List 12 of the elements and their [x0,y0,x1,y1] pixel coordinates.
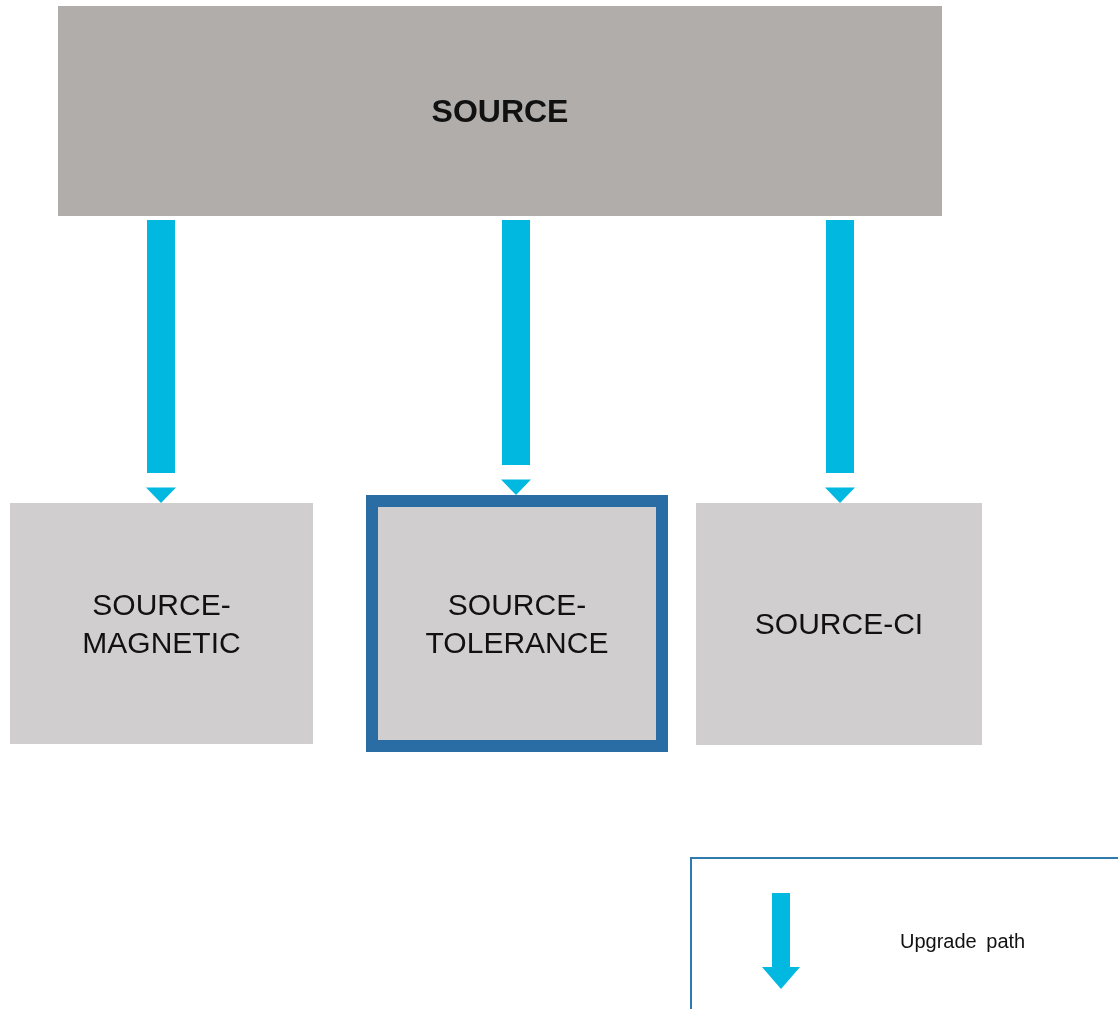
highlighted-box [366,495,668,752]
box-label: SOURCE- MAGNETIC [81,587,242,661]
box-label: SOURCE- TOLERANCE [424,587,610,661]
box-label: SOURCE [430,92,570,131]
product-box [10,503,313,744]
product-box [696,503,982,745]
product-box [58,6,942,216]
box-label: SOURCE-CI [753,606,925,643]
arrow [501,220,531,495]
arrow [146,220,176,503]
arrow [825,220,855,503]
legend-label: Upgrade path [900,929,1026,953]
